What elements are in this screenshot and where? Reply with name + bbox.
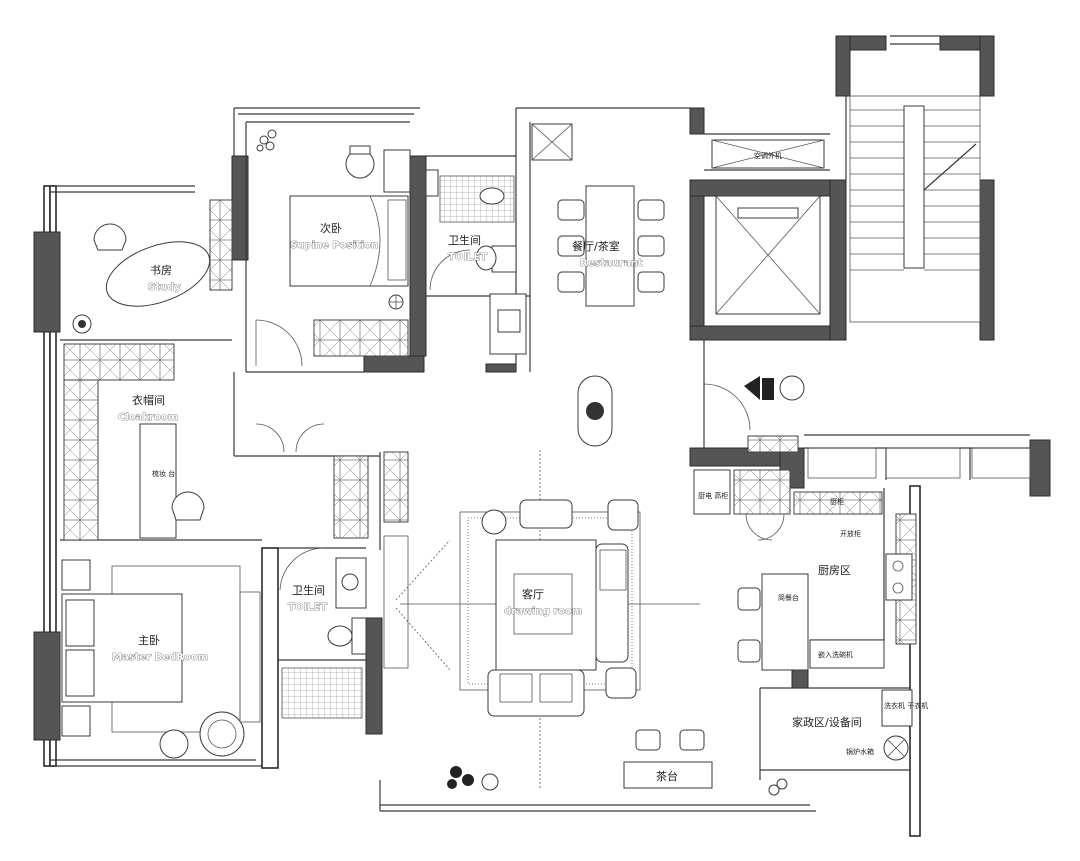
fridge-label: 厨电 高柜 — [698, 491, 728, 500]
master-bedroom: 主卧 Master BedRoom — [61, 559, 261, 759]
cloakroom-cn: 衣帽间 — [132, 393, 165, 407]
study-room: 书房 Study — [72, 199, 233, 334]
living-en: drawing room — [504, 606, 582, 617]
bathroom-2-en: TOILET — [288, 602, 327, 613]
washer-label: 洗衣机 干衣机 — [884, 701, 928, 710]
cloakroom-en: Cloakroom — [118, 412, 178, 423]
living-cn: 客厅 — [522, 587, 544, 601]
utility-room: 家政区/设备间 锅炉水箱 洗衣机 干衣机 — [768, 689, 928, 796]
cabinet-label: 厨柜 — [830, 497, 844, 506]
right-balcony — [807, 447, 1031, 479]
entrance — [703, 375, 805, 453]
staircase — [849, 35, 981, 323]
plant-icon — [768, 778, 788, 796]
secondary-bedroom-en: Supine Position — [290, 240, 378, 251]
elevator — [715, 195, 821, 315]
structural-walls — [33, 35, 1051, 837]
tea-table-label: 茶台 — [656, 769, 678, 783]
kitchen-cn: 厨房区 — [818, 564, 851, 577]
plant-icon — [447, 766, 499, 791]
bathroom-1: 卫生间 TOILET — [425, 169, 527, 355]
counter-label: 开放柜 — [840, 529, 861, 538]
secondary-bedroom: 次卧 Supine Position — [255, 129, 411, 367]
outer-walls — [43, 107, 816, 812]
secondary-bedroom-cn: 次卧 — [320, 221, 342, 235]
study-en: Study — [148, 282, 181, 293]
living-room: 客厅 drawing room 茶台 — [383, 450, 713, 791]
dresser-label: 梳妆 台 — [152, 469, 175, 478]
master-cn: 主卧 — [138, 634, 160, 647]
ac-unit-label: 空调外机 — [754, 151, 782, 160]
bathroom-2: 卫生间 TOILET — [279, 547, 367, 719]
bathroom-1-cn: 卫生间 — [448, 233, 481, 247]
sink-label: 嵌入洗碗机 — [818, 650, 853, 659]
arrow-icon — [744, 376, 760, 400]
utility-cn: 家政区/设备间 — [792, 715, 862, 729]
dining-en: Restaurant — [580, 258, 643, 269]
dining-room: 餐厅/茶室 Restaurant — [531, 123, 665, 447]
bathroom-1-en: TOILET — [448, 252, 487, 263]
bar-label: 简餐台 — [778, 593, 799, 602]
master-en: Master BedRoom — [112, 652, 208, 663]
boiler-label: 锅炉水箱 — [846, 747, 874, 756]
kitchen: 厨房区 开放柜 简餐台 嵌入洗碗机 厨柜 厨电 高柜 — [693, 469, 917, 671]
dining-cn: 餐厅/茶室 — [572, 239, 620, 253]
bathroom-2-cn: 卫生间 — [292, 583, 325, 597]
study-cn: 书房 — [150, 264, 172, 277]
cloakroom: 衣帽间 Cloakroom 梳妆 台 — [63, 343, 409, 541]
ac-unit: 空调外机 — [711, 139, 825, 169]
plant-icon — [256, 129, 277, 152]
